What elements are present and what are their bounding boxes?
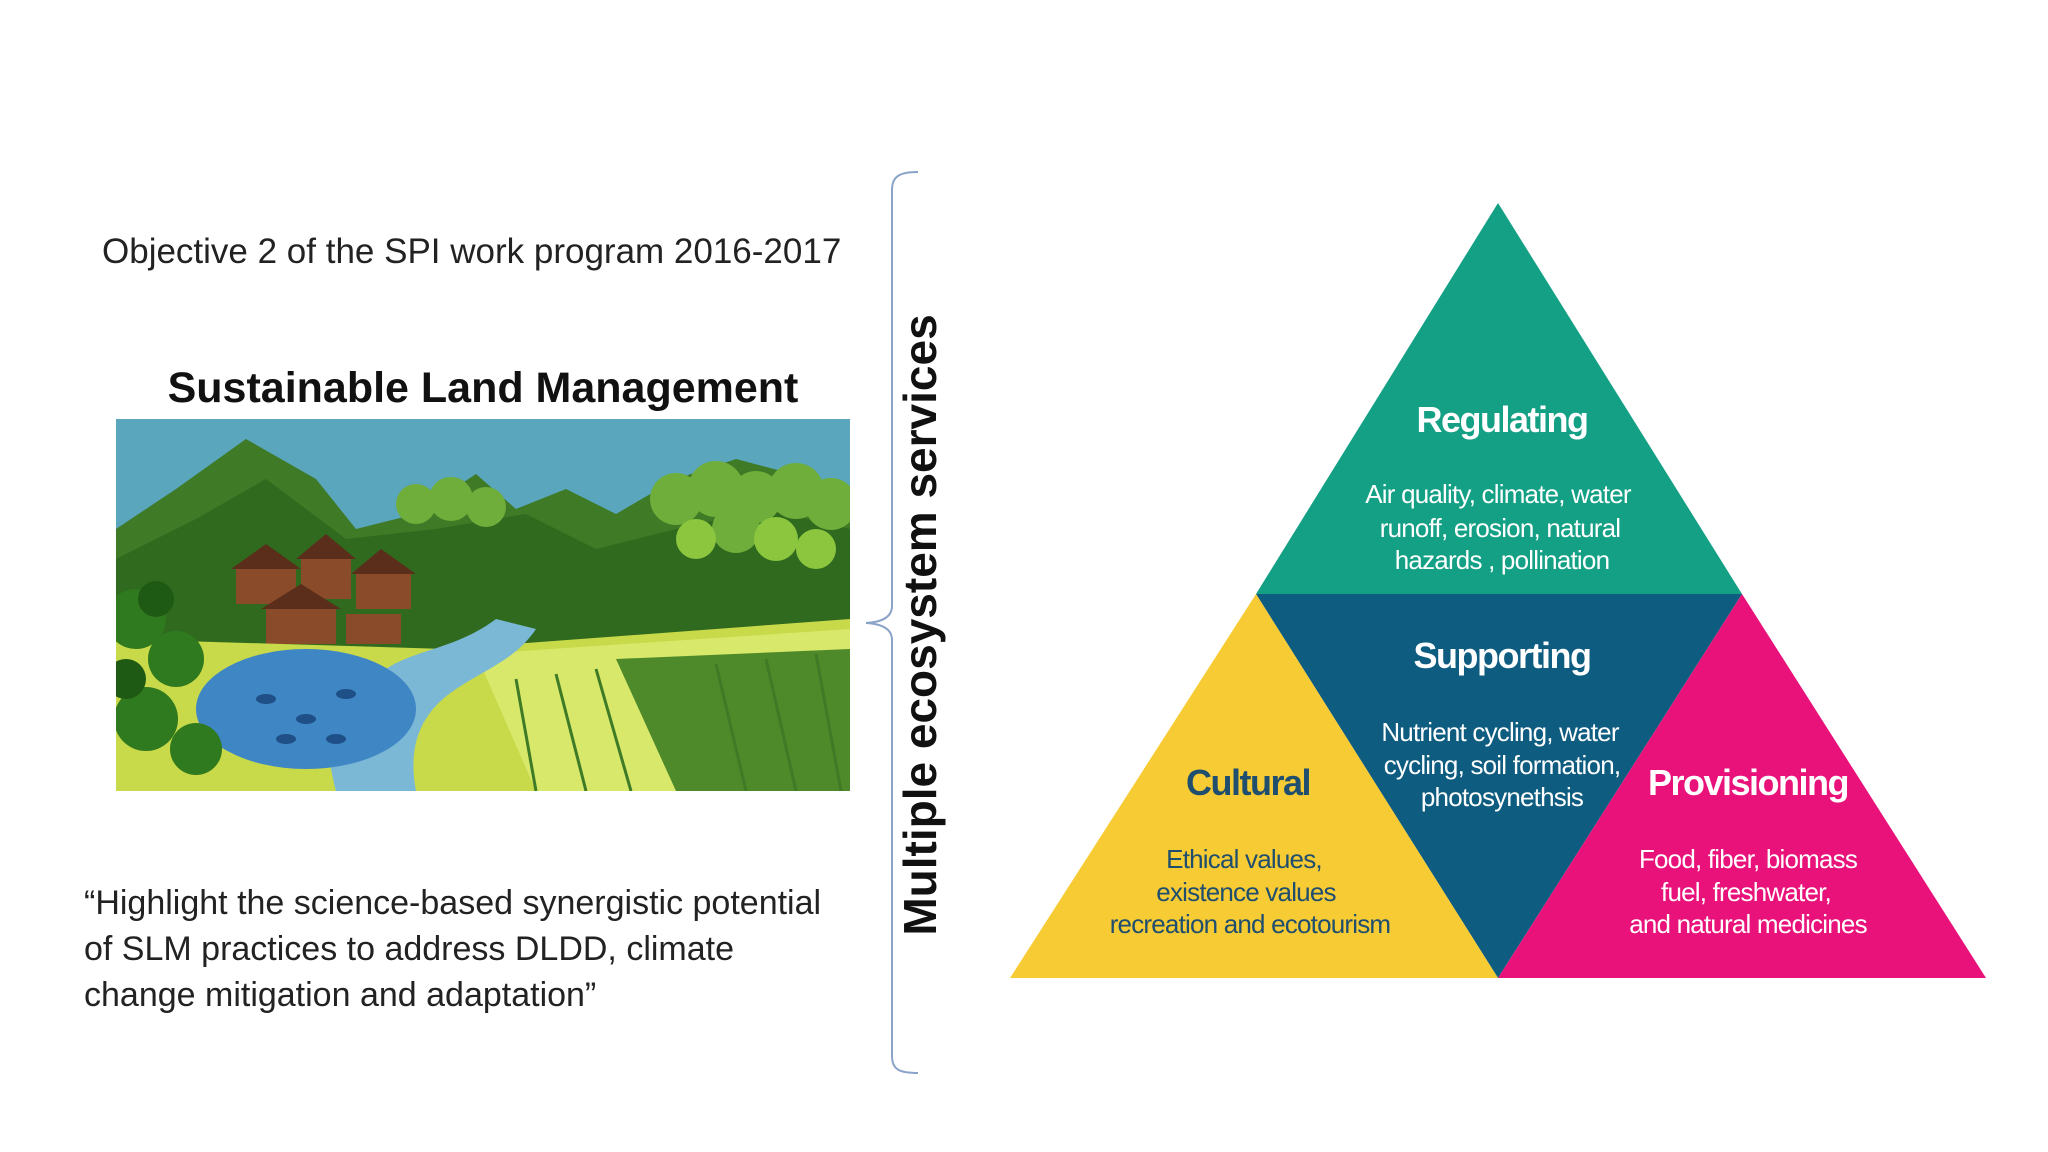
supporting-line: Nutrient cycling, water	[1381, 717, 1620, 747]
cultural-line: existence values	[1156, 877, 1336, 907]
quote-line: “Highlight the science-based synergistic…	[84, 884, 822, 922]
cultural-segment	[1010, 594, 1498, 978]
provisioning-line: Food, fiber, biomass	[1639, 844, 1858, 874]
regulating-line: hazards , pollination	[1395, 545, 1609, 575]
quote-text: “Highlight the science-based synergistic…	[84, 880, 864, 1018]
supporting-segment	[1256, 594, 1742, 978]
regulating-line: Air quality, climate, water	[1365, 479, 1632, 509]
illustration-title: Sustainable Land Management	[167, 364, 799, 412]
quote-line: change mitigation and adaptation”	[84, 976, 597, 1014]
provisioning-line: and natural medicines	[1629, 909, 1867, 939]
cultural-line: Ethical values,	[1166, 844, 1322, 874]
cultural-line: recreation and ecotourism	[1110, 909, 1391, 939]
regulating-line: runoff, erosion, natural	[1380, 513, 1621, 543]
sustainable-land-management-illustration	[116, 419, 850, 791]
supporting-title: Supporting	[1414, 635, 1591, 676]
regulating-segment	[1256, 203, 1742, 594]
provisioning-segment	[1498, 594, 1986, 978]
regulating-title: Regulating	[1417, 399, 1588, 440]
quote-line: of SLM practices to address DLDD, climat…	[84, 930, 735, 968]
provisioning-title: Provisioning	[1648, 762, 1848, 803]
supporting-line: photosynethsis	[1421, 782, 1584, 812]
provisioning-line: fuel, freshwater,	[1661, 877, 1831, 907]
objective-text: Objective 2 of the SPI work program 2016…	[102, 232, 842, 271]
cultural-title: Cultural	[1186, 762, 1310, 803]
supporting-line: cycling, soil formation,	[1384, 750, 1621, 780]
